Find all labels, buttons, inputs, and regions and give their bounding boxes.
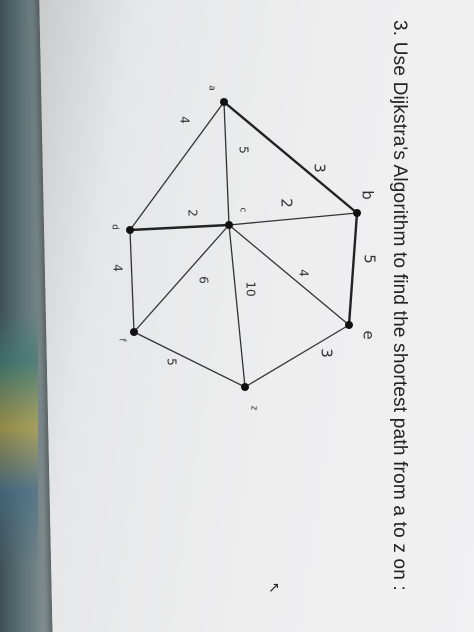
edge-d-f (129, 229, 135, 333)
vertex-label-c: c (238, 208, 248, 213)
edge-a-d (129, 101, 225, 231)
vertex-label-b: b (359, 190, 377, 200)
edge-weight-c-e: 4 (297, 269, 311, 277)
edge-c-z (228, 224, 246, 388)
edge-weight-a-b: 3 (311, 163, 329, 173)
edge-weight-b-c: 2 (278, 198, 296, 208)
vertex-z (241, 383, 249, 391)
vertex-e (345, 321, 353, 329)
laptop-screen-glare (0, 310, 38, 570)
vertex-label-z: z (249, 406, 259, 411)
edge-c-f (133, 224, 230, 333)
edge-weight-f-z: 5 (165, 358, 179, 366)
edge-a-c (223, 101, 230, 226)
edge-weight-a-c: 5 (237, 146, 251, 154)
vertex-label-a: a (207, 85, 217, 91)
edge-weight-b-e: 5 (361, 254, 379, 264)
edge-weight-a-d: 4 (178, 116, 192, 124)
vertex-c (225, 221, 233, 229)
vertex-d (126, 226, 134, 234)
vertex-f (130, 328, 138, 336)
vertex-labels-layer: a b c d e f z (110, 85, 378, 410)
edge-c-e (228, 224, 350, 326)
vertex-label-e: e (360, 330, 378, 339)
edge-f-z (133, 331, 246, 388)
nodes-layer (126, 98, 361, 391)
edge-weight-c-f: 6 (197, 276, 211, 284)
edge-weight-d-f: 4 (111, 264, 125, 272)
edge-e-z (244, 324, 350, 388)
edge-b-e (347, 212, 359, 326)
vertex-label-f: f (117, 338, 127, 342)
edge-b-c (228, 212, 358, 226)
vertex-b (353, 209, 361, 217)
edge-d-c (129, 223, 230, 232)
edge-a-b (223, 101, 358, 214)
edge-weight-c-z: 10 (244, 281, 258, 296)
edge-weight-e-z: 3 (318, 348, 336, 358)
vertex-a (220, 98, 228, 106)
stray-pen-mark: ↗ (268, 580, 280, 596)
edges-layer (129, 101, 359, 388)
edge-weight-d-c: 2 (186, 209, 200, 217)
vertex-label-d: d (110, 224, 120, 230)
edge-weights-layer: 3 5 4 2 5 2 4 6 10 4 3 5 (111, 116, 379, 366)
